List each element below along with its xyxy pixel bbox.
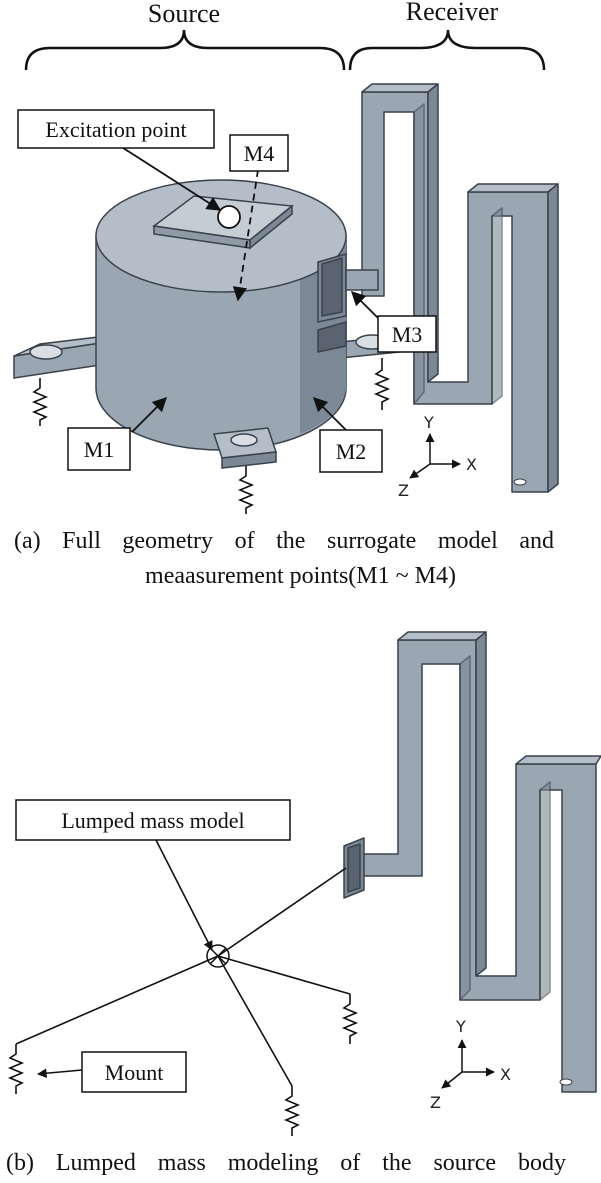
receiver-structure-b: [343, 631, 601, 1093]
m3-callout-box: [377, 315, 437, 353]
source-label: Source: [148, 0, 220, 28]
mount-callout-text: Mount: [105, 1060, 164, 1085]
axis-x-label-a: X: [466, 455, 477, 474]
axis-z-label-a: Z: [398, 481, 409, 500]
excitation-point-marker: [217, 205, 241, 229]
axis-triad-b: [441, 1039, 495, 1089]
source-brace: [24, 29, 346, 71]
caption-a-line1: (a) Full geometry of the surrogate model…: [14, 528, 554, 554]
callout-lines-a: [119, 145, 383, 433]
m4-callout-text: M4: [244, 141, 275, 166]
caption-b: (b) Lumped mass modeling of the source b…: [6, 1150, 566, 1176]
m1-callout-text: M1: [84, 437, 115, 462]
receiver-label: Receiver: [406, 0, 499, 26]
springs-b: [7, 994, 359, 1136]
lumped-callout-box: [15, 799, 291, 841]
axis-z-label-b: Z: [430, 1093, 441, 1112]
lumped-callout-text: Lumped mass model: [61, 808, 244, 833]
mount-callout-box: [81, 1051, 187, 1093]
caption-a-line2: meaasurement points(M1 ~ M4): [145, 563, 456, 589]
receiver-brace: [348, 29, 546, 71]
mount-callout-line: [37, 1068, 83, 1078]
source-body: [13, 179, 401, 469]
receiver-structure-a: [361, 83, 559, 493]
excitation-callout-text: Excitation point: [45, 117, 186, 142]
lumped-mass-links: [15, 839, 351, 1087]
axis-triad-a: [409, 433, 461, 479]
axis-y-label-a: Y: [423, 413, 434, 432]
m4-callout-box: [229, 134, 289, 172]
m2-callout-box: [319, 429, 383, 473]
springs-a: [31, 358, 391, 514]
lumped-mass-node: [206, 944, 230, 968]
m1-callout-box: [67, 427, 131, 471]
axis-y-label-b: Y: [455, 1017, 466, 1036]
axis-x-label-b: X: [500, 1065, 511, 1084]
m3-callout-text: M3: [392, 322, 423, 347]
m2-callout-text: M2: [336, 439, 367, 464]
excitation-callout-box: [17, 109, 215, 149]
